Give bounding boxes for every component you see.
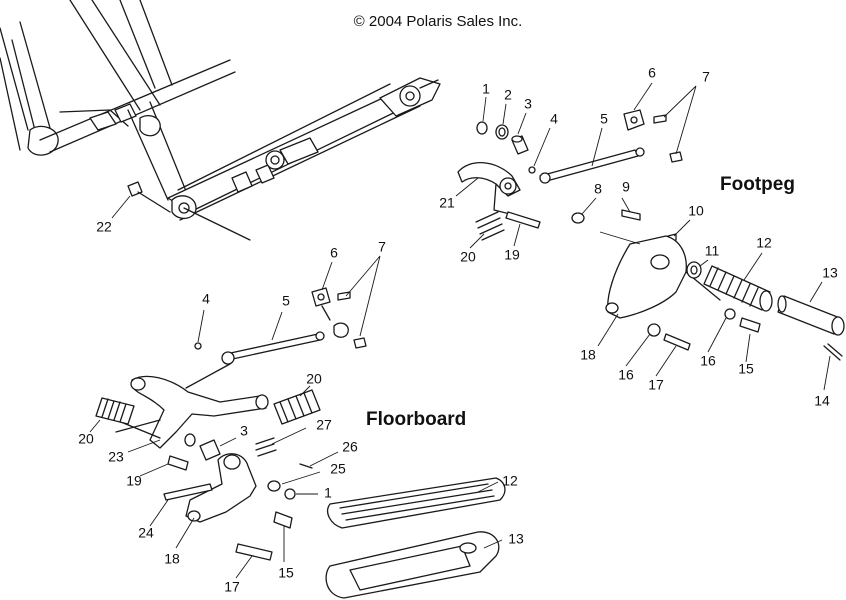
callout-fp-11: 11 [705,243,720,259]
fb-bracket-18 [185,453,257,523]
callout-frame-22: 22 [96,219,112,235]
fp-bracket-18 [607,235,687,319]
fp-pin-9 [621,209,641,221]
fb-bolt-17 [235,543,273,561]
fp-ring-2 [495,124,509,140]
fb-bolt-7a [337,291,351,301]
callout-fb-5: 5 [282,293,290,309]
callout-fb-6: 6 [330,245,338,261]
fp-washer-16a [647,323,661,337]
floorboard-callouts: 4 5 6 7 20 20 3 27 23 26 25 19 1 12 24 1… [78,239,524,595]
callout-fb-17: 17 [224,579,240,595]
fp-rod-end-6 [623,109,645,131]
fb-heel-toe-shifter-23 [131,375,267,449]
fb-bolt-7b [353,337,367,349]
callout-fb-26: 26 [342,439,358,455]
callout-fp-14: 14 [814,393,830,409]
fp-spring-20 [475,211,505,241]
callout-fb-15: 15 [278,565,294,581]
frame-assembly [0,0,441,241]
footpeg-heading: Footpeg [720,174,795,195]
callout-fp-16a: 16 [618,367,634,383]
callout-fp-21: 21 [439,195,455,211]
fb-bolt-19 [167,455,189,471]
fp-washer-11 [686,261,702,279]
footpeg-callouts: 1 2 3 4 5 6 7 21 20 19 8 9 10 11 12 13 1… [439,65,838,409]
callout-fb-27: 27 [316,417,332,433]
callout-fp-5: 5 [600,111,608,127]
callout-fb-23: 23 [108,449,124,465]
callout-fp-6: 6 [648,65,656,81]
callout-fb-12: 12 [502,473,518,489]
fp-pin-13 [777,295,841,335]
callout-fb-4: 4 [202,291,210,307]
callout-fb-18: 18 [164,551,180,567]
fb-floorboard-base-13 [325,531,500,599]
fb-pin-26 [299,463,313,469]
fb-pin-24 [163,483,213,501]
callout-fb-3: 3 [240,423,248,439]
callout-fb-19: 19 [126,473,142,489]
fp-bolt-19 [505,211,541,229]
callout-fp-16b: 16 [700,353,716,369]
footpeg-leaders [455,82,831,391]
callout-fp-1: 1 [482,81,490,97]
callout-fp-10: 10 [688,203,704,219]
callout-fb-24: 24 [138,525,154,541]
callout-fp-19: 19 [504,247,520,263]
floorboard-heading: Floorboard [366,409,466,430]
fp-shift-rod-5 [539,149,639,183]
fb-washer-1 [284,488,296,500]
callout-fp-12: 12 [756,235,772,251]
fb-bushing-3 [199,439,221,461]
callout-fp-15: 15 [738,361,754,377]
fp-bolt-7a [653,114,667,124]
callout-fb-13: 13 [508,531,524,547]
callout-fp-20: 20 [460,249,476,265]
callout-fb-1: 1 [324,485,332,501]
callout-fb-20a: 20 [78,431,94,447]
footpeg-assembly: Footpeg [457,109,845,361]
callout-fp-8: 8 [594,181,602,197]
fp-washer-16b [724,308,736,320]
callout-fp-13: 13 [822,265,838,281]
fb-rod-end-6 [311,287,331,307]
fb-rubber-20a [95,397,135,425]
callout-fp-3: 3 [524,96,532,112]
fb-washer-25 [267,480,281,492]
copyright-text: © 2004 Polaris Sales Inc. [354,13,523,30]
callout-fb-25: 25 [330,461,346,477]
callout-fp-9: 9 [622,179,630,195]
fb-bolt-15 [273,511,293,529]
fp-washer-1 [476,121,488,135]
callout-fp-7: 7 [702,69,710,85]
callout-fp-4: 4 [550,111,558,127]
callout-fp-2: 2 [504,87,512,103]
fp-cotter-14 [823,343,843,361]
callout-fb-7: 7 [378,239,386,255]
fp-bolt-17 [663,333,691,351]
callout-fp-17: 17 [648,377,664,393]
floorboard-assembly: Floorboard [95,287,506,599]
callout-fb-20b: 20 [306,371,322,387]
fb-spring-27 [255,437,277,457]
fp-bolt-15 [739,317,761,333]
fb-rubber-20b [273,389,321,425]
callout-fp-18: 18 [580,347,596,363]
floorboard-leaders [89,255,503,579]
fp-washer-8 [571,212,585,224]
